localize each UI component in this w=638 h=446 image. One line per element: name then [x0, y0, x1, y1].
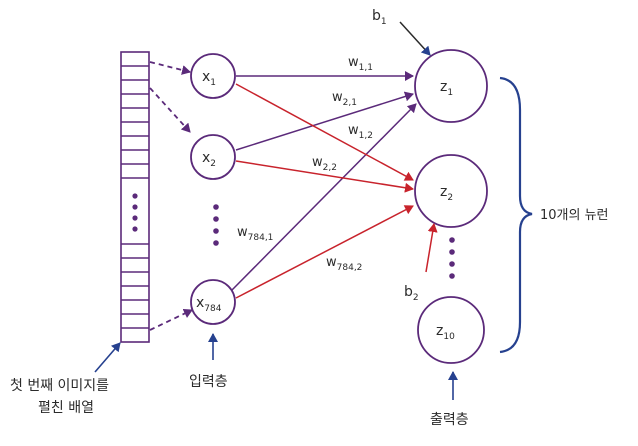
weight-label-w784-1: w784,1 [237, 225, 273, 243]
edge-x784-z1 [231, 103, 417, 291]
array-caption-line2: 펼친 배열 [38, 400, 94, 416]
output-node-z10 [417, 296, 485, 364]
input-nodes [190, 53, 236, 325]
output-node-z2 [414, 154, 488, 228]
input-ellipsis-dots [213, 204, 219, 246]
input-label-x784: x784 [196, 295, 222, 314]
weight-label-w22: w2,2 [312, 155, 337, 173]
input-layer-label: 입력층 [189, 374, 228, 390]
edge-x784-z2 [235, 205, 414, 299]
input-node-x1 [190, 53, 236, 99]
array-caption-line1: 첫 번째 이미지를 [10, 378, 109, 394]
output-node-z1 [414, 49, 488, 123]
output-layer-label: 출력층 [430, 412, 469, 428]
bias-b2-arrow [425, 223, 438, 273]
output-label-z1: z1 [440, 79, 453, 98]
output-ellipsis-dots [449, 237, 455, 279]
weight-label-w784-2: w784,2 [326, 255, 362, 273]
array-caption-arrow [94, 342, 121, 373]
weight-connections [231, 71, 417, 299]
array-to-input-arrows [149, 61, 193, 331]
output-brace [499, 76, 533, 354]
edge-x1-z2 [235, 83, 414, 181]
weight-label-w12: w1,2 [348, 123, 373, 141]
bias-b1-arrow [399, 21, 431, 56]
weight-label-w11: w1,1 [348, 55, 373, 73]
output-nodes [414, 49, 488, 364]
input-label-x1: x1 [202, 69, 216, 88]
flattened-array [120, 51, 150, 343]
output-label-z2: z2 [440, 184, 453, 203]
bias-label-b2: b2 [404, 284, 419, 303]
edge-x2-z2 [235, 160, 414, 193]
edge-x2-z1 [235, 91, 414, 151]
bias-label-b1: b1 [372, 8, 387, 27]
weight-label-w21: w2,1 [332, 90, 357, 108]
array-ellipsis-dots [132, 193, 138, 232]
input-node-x2 [190, 134, 236, 180]
output-label-z10: z10 [436, 323, 455, 342]
input-node-x784 [190, 279, 236, 325]
brace-label: 10개의 뉴런 [540, 208, 609, 223]
input-label-x2: x2 [202, 150, 216, 169]
